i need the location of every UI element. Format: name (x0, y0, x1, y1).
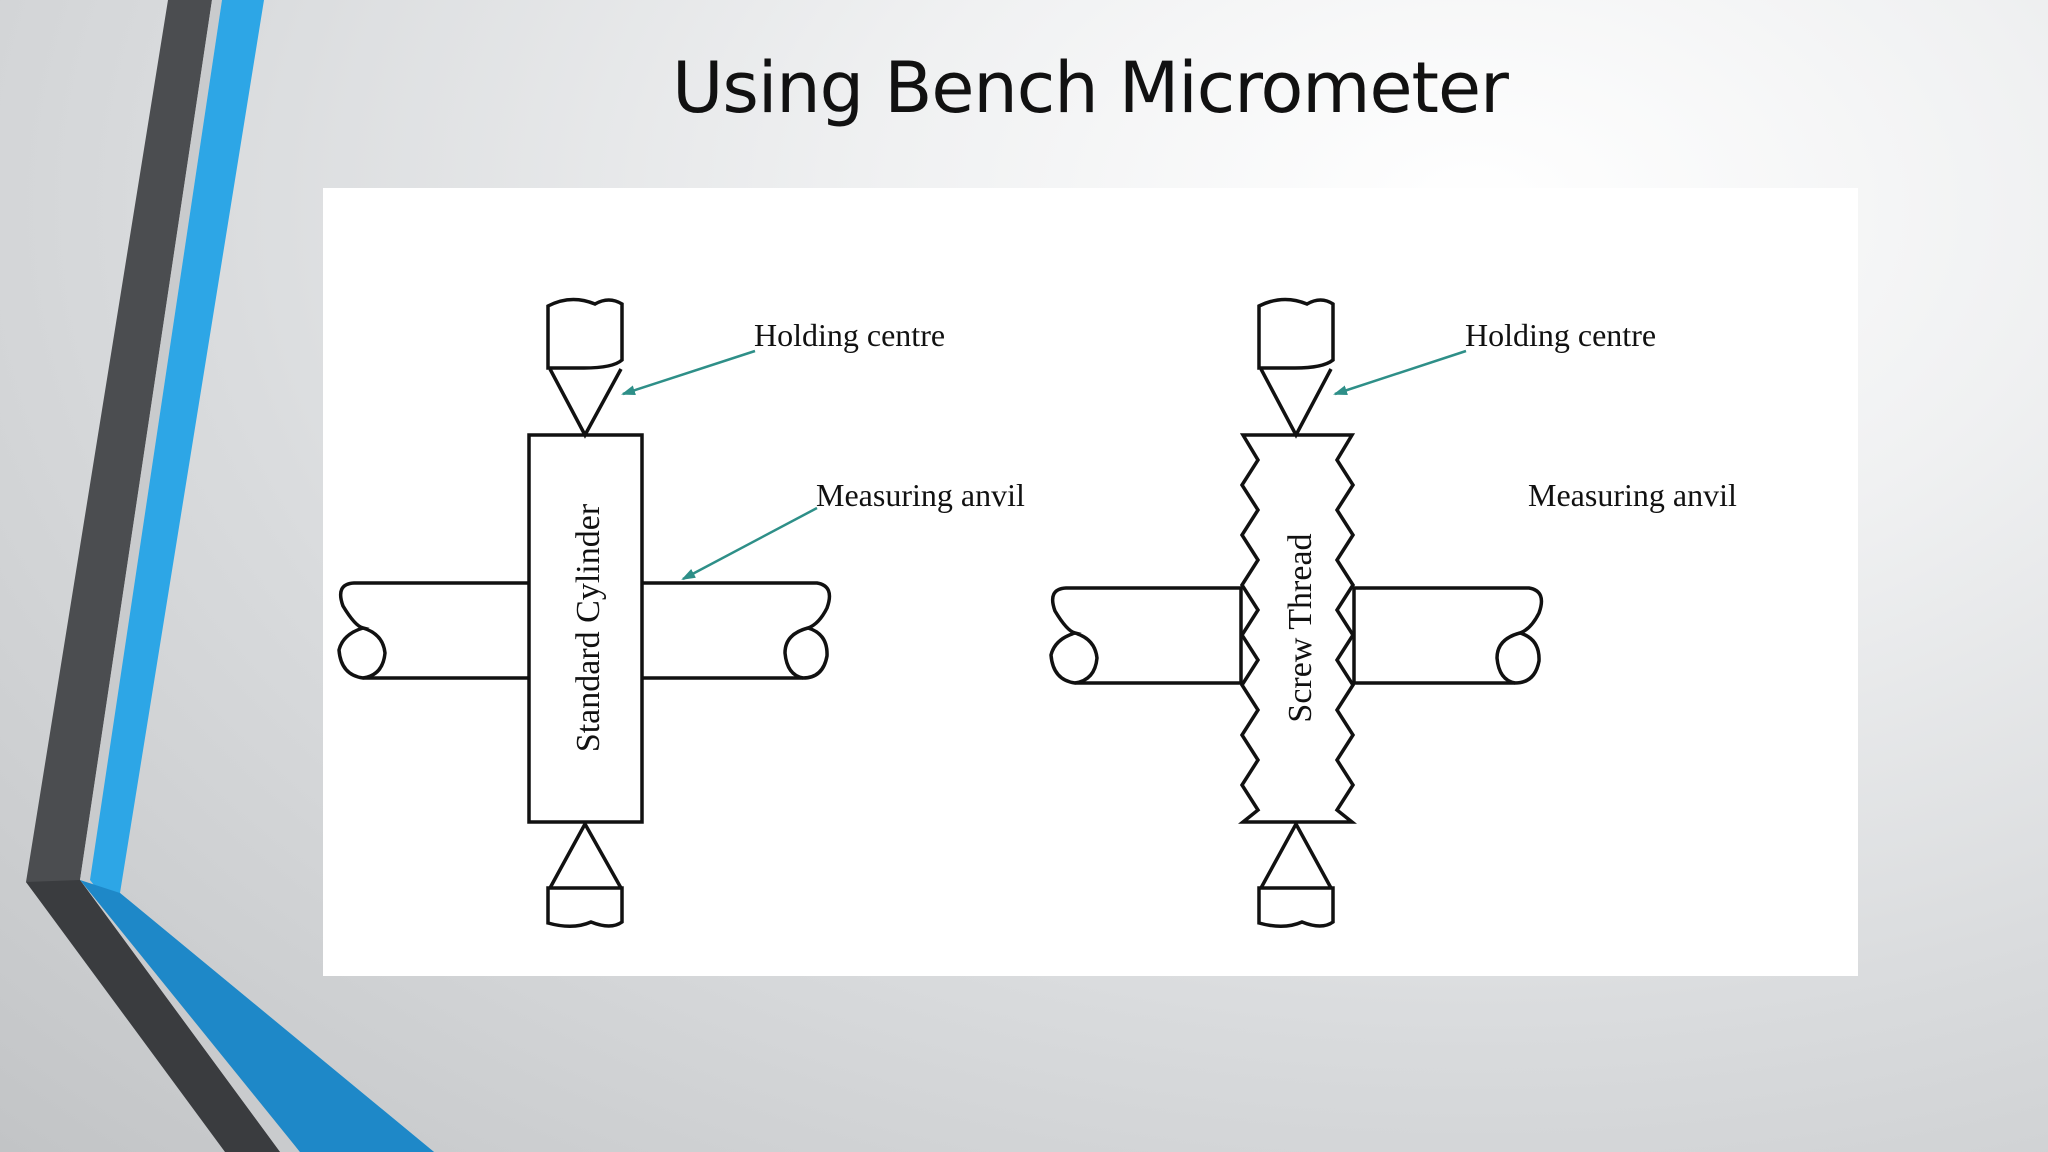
left-anvil-label: Measuring anvil (816, 477, 1025, 513)
right-measuring-anvil-end (1495, 631, 1521, 685)
right-holding-arrow (1333, 349, 1467, 396)
left-holding-label: Holding centre (754, 317, 945, 353)
left-body-label: Standard Cylinder (570, 503, 607, 752)
right-bottom-centre-cone (1259, 820, 1333, 889)
bench-micrometer-diagram: Holding centre Measuring anvil Standard … (337, 297, 1737, 928)
left-holding-arrow (621, 349, 756, 396)
left-measuring-anvil-end (783, 626, 809, 680)
right-bottom-centre (1257, 886, 1335, 928)
diagram-panel: Holding centre Measuring anvil Standard … (323, 188, 1858, 976)
decor-dark-stripe (26, 0, 280, 1152)
left-outer-anvil-end (362, 626, 387, 680)
right-body-label: Screw Thread (1282, 533, 1319, 722)
left-top-centre-cone (548, 368, 623, 439)
left-bottom-centre-cone (548, 820, 623, 889)
left-assembly (337, 297, 832, 928)
left-anvil-arrow (681, 506, 818, 581)
right-outer-anvil-end (1074, 631, 1099, 685)
right-top-centre-cone (1259, 368, 1333, 439)
decor-bottom-dark (26, 880, 280, 1152)
right-assembly (1049, 297, 1544, 928)
right-top-centre (1257, 297, 1335, 370)
slide-title: Using Bench Micrometer (672, 47, 1509, 129)
right-anvil-label: Measuring anvil (1528, 477, 1737, 513)
right-holding-label: Holding centre (1465, 317, 1656, 353)
right-screw-thread-body (1238, 433, 1357, 824)
decor-bottom-blue (80, 880, 434, 1152)
left-bottom-centre (546, 886, 624, 928)
right-measuring-anvil (1352, 586, 1544, 685)
right-outer-anvil (1049, 586, 1243, 685)
left-top-centre (546, 297, 624, 370)
decor-blue-stripe (90, 0, 434, 1152)
